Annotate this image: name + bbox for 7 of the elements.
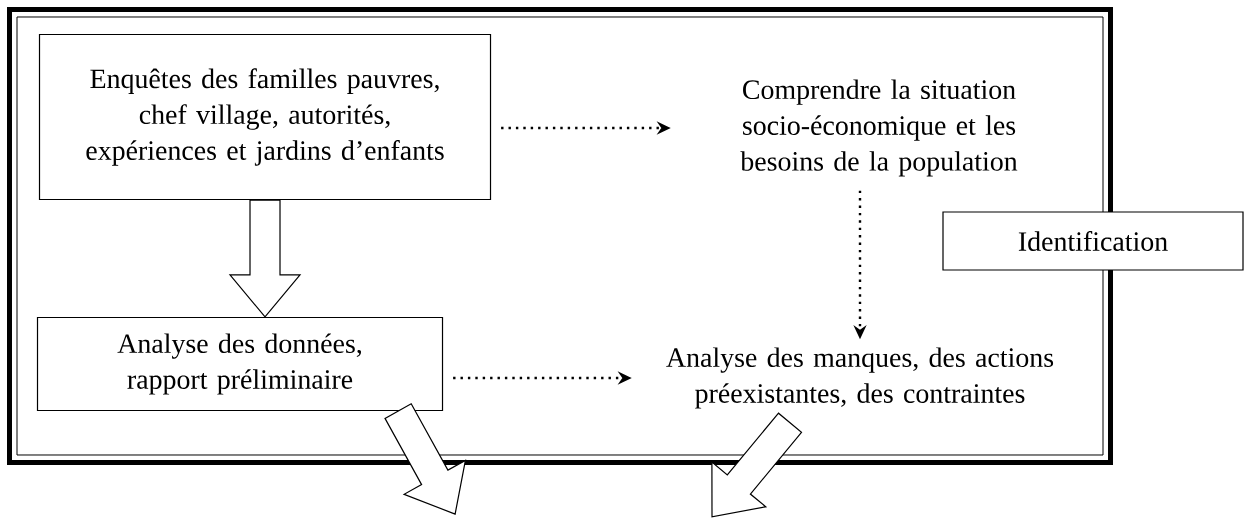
statement-text: Comprendre la situation socio-économique et les besoins de la population <box>740 79 1018 177</box>
process-box: Enquêtes des familles pauvres, chef village, autorités, expériences et jardins d’enfants <box>38 33 492 201</box>
block-arrow <box>711 412 803 518</box>
statement-text: Analyse des manques, des actions préexistantes, des contraintes <box>666 347 1054 409</box>
block-arrow <box>228 199 302 318</box>
stage-box: Identification <box>942 211 1244 271</box>
process-box: Analyse des données, rapport préliminaire <box>36 316 444 412</box>
